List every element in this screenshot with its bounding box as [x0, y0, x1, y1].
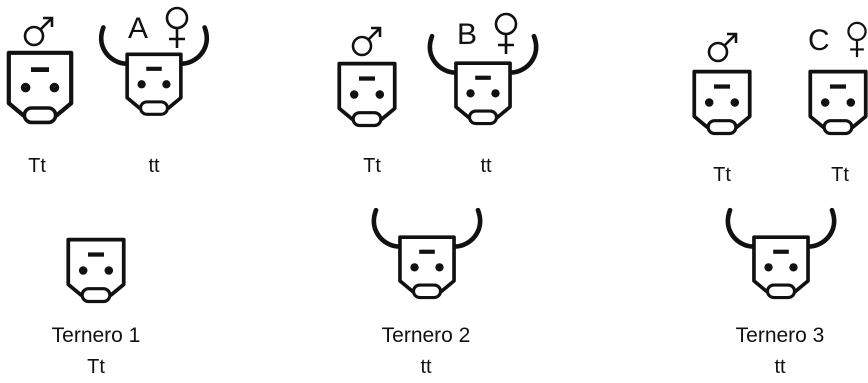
cow-face [692, 69, 752, 136]
cow-face [6, 50, 74, 125]
male-cow-icon [337, 61, 397, 128]
male-symbol-icon [351, 26, 382, 57]
group-letter: C [808, 24, 830, 57]
male-cow-icon [6, 50, 74, 125]
female-cow-icon [99, 25, 209, 116]
cow-face [725, 207, 837, 300]
female-cow-icon [427, 33, 539, 126]
genotype-label: Tt [363, 155, 381, 177]
cow-face [99, 25, 209, 116]
calf-genotype: tt [420, 356, 432, 378]
cow-face [808, 69, 868, 136]
female-symbol-icon [847, 21, 867, 58]
genotype-label: tt [148, 155, 160, 177]
calf-icon [725, 207, 837, 300]
calf-name: Ternero 2 [381, 324, 471, 347]
genotype-label: Tt [28, 155, 46, 177]
cow-face [66, 237, 126, 304]
genotype-label: Tt [713, 164, 731, 186]
male-symbol-icon [23, 16, 54, 47]
cow-face [337, 61, 397, 128]
female-symbol-icon [494, 12, 518, 54]
female-cow-icon [808, 69, 868, 136]
calf-genotype: tt [774, 356, 786, 378]
calf-icon [371, 207, 483, 300]
calf-genotype: Tt [87, 356, 105, 378]
cow-face [427, 33, 539, 126]
genotype-label: Tt [831, 164, 849, 186]
cow-face [371, 207, 483, 300]
female-symbol-icon [165, 6, 189, 48]
calf-name: Ternero 3 [735, 324, 825, 347]
male-symbol-icon [707, 32, 738, 63]
calf-icon [66, 237, 126, 304]
calf-name: Ternero 1 [51, 324, 141, 347]
group-letter: A [128, 12, 149, 45]
genotype-label: tt [480, 155, 492, 177]
male-cow-icon [692, 69, 752, 136]
group-letter: B [457, 18, 478, 51]
